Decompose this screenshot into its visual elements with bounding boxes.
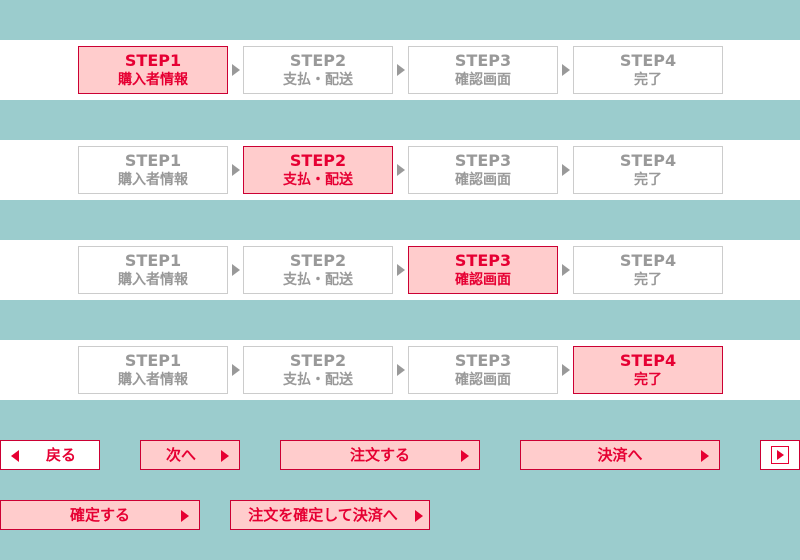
chevron-right-icon bbox=[397, 364, 405, 376]
step-number: STEP3 bbox=[454, 351, 512, 370]
step-1: STEP1 購入者情報 bbox=[78, 146, 228, 194]
step-label: 購入者情報 bbox=[118, 72, 188, 88]
step-label: 購入者情報 bbox=[118, 372, 188, 388]
chevron-right-icon bbox=[397, 264, 405, 276]
step-number: STEP1 bbox=[124, 51, 182, 70]
step-number: STEP2 bbox=[289, 151, 347, 170]
step-label: 確認画面 bbox=[455, 272, 511, 288]
chevron-right-icon bbox=[461, 450, 469, 462]
step-3: STEP3 確認画面 bbox=[408, 146, 558, 194]
chevron-right-icon bbox=[562, 164, 570, 176]
step-2: STEP2 支払・配送 bbox=[243, 346, 393, 394]
step-number: STEP4 bbox=[619, 351, 677, 370]
chevron-right-icon bbox=[181, 510, 189, 522]
step-1: STEP1 購入者情報 bbox=[78, 346, 228, 394]
step-3: STEP3 確認画面 bbox=[408, 346, 558, 394]
step-number: STEP3 bbox=[454, 51, 512, 70]
step-label: 完了 bbox=[634, 172, 662, 188]
step-2: STEP2 支払・配送 bbox=[243, 246, 393, 294]
chevron-left-icon bbox=[11, 450, 19, 462]
step-4: STEP4 完了 bbox=[573, 246, 723, 294]
step-number: STEP2 bbox=[289, 351, 347, 370]
step-number: STEP1 bbox=[124, 151, 182, 170]
step-number: STEP2 bbox=[289, 51, 347, 70]
chevron-right-icon bbox=[562, 64, 570, 76]
step-label: 確認画面 bbox=[455, 72, 511, 88]
step-label: 完了 bbox=[634, 72, 662, 88]
proceed-to-payment-button[interactable]: 決済へ bbox=[520, 440, 720, 470]
chevron-right-icon bbox=[221, 450, 229, 462]
step-3-active: STEP3 確認画面 bbox=[408, 246, 558, 294]
chevron-right-icon bbox=[232, 64, 240, 76]
order-button[interactable]: 注文する bbox=[280, 440, 480, 470]
back-button[interactable]: 戻る bbox=[0, 440, 100, 470]
step-progress-bar-2: STEP1 購入者情報 STEP2 支払・配送 STEP3 確認画面 STEP4… bbox=[0, 140, 800, 200]
step-label: 確認画面 bbox=[455, 172, 511, 188]
step-label: 完了 bbox=[634, 272, 662, 288]
step-label: 支払・配送 bbox=[283, 72, 353, 88]
confirm-order-and-pay-button-label: 注文を確定して決済へ bbox=[248, 506, 398, 524]
chevron-right-icon bbox=[562, 364, 570, 376]
step-label: 支払・配送 bbox=[283, 172, 353, 188]
step-progress-bar-3: STEP1 購入者情報 STEP2 支払・配送 STEP3 確認画面 STEP4… bbox=[0, 240, 800, 300]
step-4: STEP4 完了 bbox=[573, 146, 723, 194]
chevron-right-icon bbox=[415, 510, 423, 522]
next-button[interactable]: 次へ bbox=[140, 440, 240, 470]
confirm-order-and-pay-button[interactable]: 注文を確定して決済へ bbox=[230, 500, 430, 530]
chevron-right-icon bbox=[232, 164, 240, 176]
chevron-right-icon bbox=[232, 264, 240, 276]
chevron-right-icon bbox=[397, 164, 405, 176]
proceed-to-payment-button-label: 決済へ bbox=[597, 446, 643, 464]
step-3: STEP3 確認画面 bbox=[408, 46, 558, 94]
step-label: 支払・配送 bbox=[283, 372, 353, 388]
step-number: STEP4 bbox=[619, 251, 677, 270]
step-number: STEP1 bbox=[124, 351, 182, 370]
confirm-button-label: 確定する bbox=[69, 506, 130, 524]
step-label: 購入者情報 bbox=[118, 172, 188, 188]
next-button-label: 次へ bbox=[165, 446, 196, 464]
step-number: STEP2 bbox=[289, 251, 347, 270]
step-number: STEP1 bbox=[124, 251, 182, 270]
chevron-right-icon bbox=[397, 64, 405, 76]
play-box-icon bbox=[771, 446, 789, 464]
step-label: 購入者情報 bbox=[118, 272, 188, 288]
step-label: 確認画面 bbox=[455, 372, 511, 388]
step-number: STEP3 bbox=[454, 151, 512, 170]
chevron-right-icon bbox=[562, 264, 570, 276]
step-2: STEP2 支払・配送 bbox=[243, 46, 393, 94]
confirm-button[interactable]: 確定する bbox=[0, 500, 200, 530]
chevron-right-icon bbox=[701, 450, 709, 462]
step-number: STEP4 bbox=[619, 51, 677, 70]
step-1-active: STEP1 購入者情報 bbox=[78, 46, 228, 94]
step-progress-bar-4: STEP1 購入者情報 STEP2 支払・配送 STEP3 確認画面 STEP4… bbox=[0, 340, 800, 400]
step-2-active: STEP2 支払・配送 bbox=[243, 146, 393, 194]
step-number: STEP4 bbox=[619, 151, 677, 170]
step-label: 支払・配送 bbox=[283, 272, 353, 288]
order-button-label: 注文する bbox=[349, 446, 410, 464]
arrow-only-button[interactable] bbox=[760, 440, 800, 470]
step-label: 完了 bbox=[634, 372, 662, 388]
step-1: STEP1 購入者情報 bbox=[78, 246, 228, 294]
step-4-active: STEP4 完了 bbox=[573, 346, 723, 394]
step-progress-bar-1: STEP1 購入者情報 STEP2 支払・配送 STEP3 確認画面 STEP4… bbox=[0, 40, 800, 100]
back-button-label: 戻る bbox=[45, 446, 76, 464]
step-4: STEP4 完了 bbox=[573, 46, 723, 94]
step-number: STEP3 bbox=[454, 251, 512, 270]
chevron-right-icon bbox=[232, 364, 240, 376]
